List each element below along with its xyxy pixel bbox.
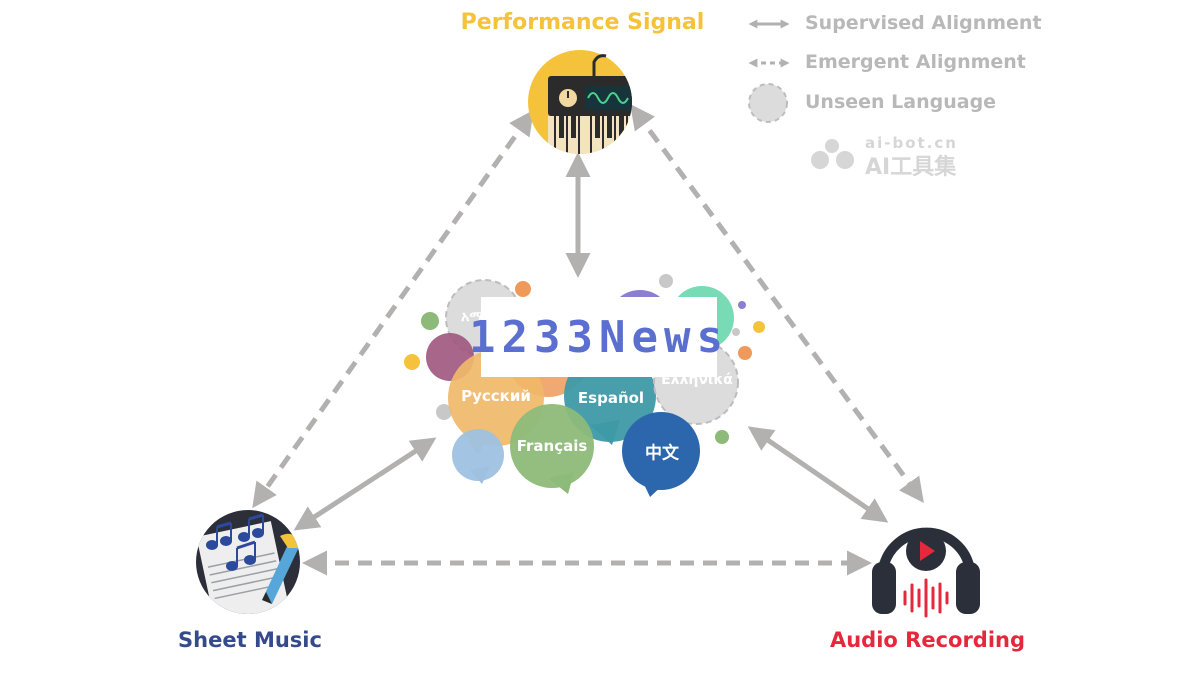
sheet-music-label: Sheet Music [178, 628, 322, 652]
label-french: Français [516, 437, 588, 455]
legend-unseen-marker [748, 83, 788, 123]
bubble-chinese [622, 412, 700, 490]
label-spanish: Español [577, 389, 645, 407]
label-russian: Русский [461, 387, 531, 405]
bubble-french [510, 404, 594, 488]
label-amharic: አማ [461, 309, 483, 325]
legend-supervised-label: Supervised Alignment [805, 12, 1042, 34]
legend-emergent-label: Emergent Alignment [805, 51, 1026, 73]
performance-signal-label: Performance Signal [460, 10, 705, 35]
watermark-name: AI工具集 [865, 155, 957, 180]
headphones-icon [872, 527, 980, 618]
synth-icon [528, 50, 632, 154]
arrow-sheet-center [293, 437, 437, 531]
legend-unseen-label: Unseen Language [805, 91, 997, 113]
arrow-audio-center [747, 426, 889, 523]
audio-recording-label: Audio Recording [829, 628, 1026, 652]
overlay-watermark: 1233News [469, 297, 723, 377]
watermark-logo [811, 139, 854, 169]
label-chinese: 中文 [645, 443, 679, 464]
arrow-performance-sheet [252, 109, 534, 509]
watermark-domain: ai-bot.cn [865, 134, 958, 152]
overlay-text: 1233News [469, 311, 729, 363]
sheet-music-icon [196, 510, 300, 614]
